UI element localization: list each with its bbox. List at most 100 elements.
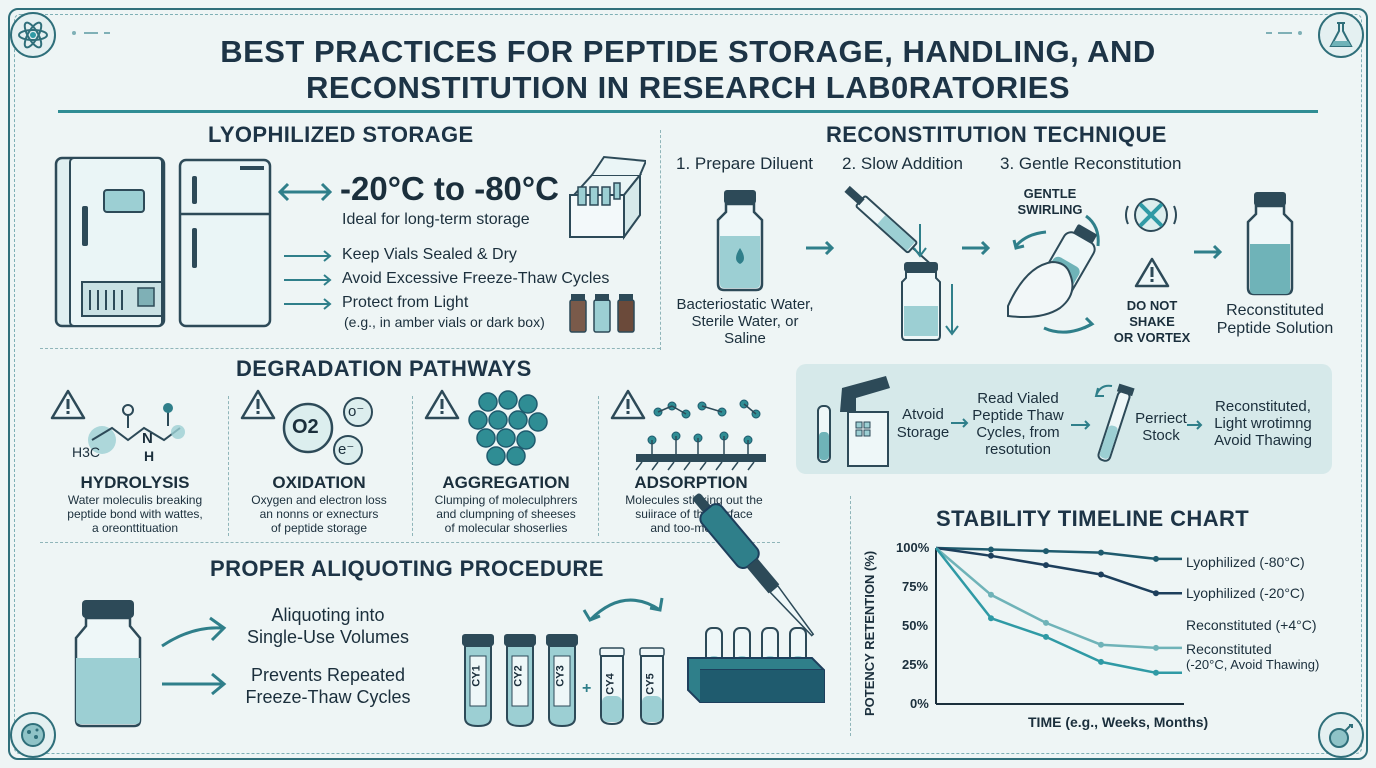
legend-reconstituted-20-note: (-20°C, Avoid Thawing)	[1186, 657, 1320, 672]
aliquot-arrows	[161, 616, 227, 696]
tube-shape	[639, 647, 665, 726]
series-point-2	[988, 591, 994, 598]
chart-y-axis-label: POTENCY RETENTION (%)	[862, 550, 877, 716]
pathway-adsorption-name: ADSORPTION	[634, 473, 748, 492]
decor-dots	[72, 31, 110, 35]
storage-item-sealed: Keep Vials Sealed & Dry	[342, 246, 517, 263]
storage-temp-note: Ideal for long-term storage	[342, 211, 530, 228]
pathway-hydrolysis-desc: Water moleculis breaking peptide bond wi…	[50, 493, 220, 535]
pathway-oxidation-name: OXIDATION	[272, 473, 366, 492]
molecule-icon	[10, 712, 56, 758]
panel-item-1-line-2: Storage	[896, 424, 950, 441]
title-underline	[58, 110, 1318, 113]
aliquot-point-1-line-2: Single-Use Volumes	[246, 627, 410, 647]
y-tick-label: 0%	[910, 696, 929, 711]
divider	[660, 130, 661, 350]
pipette-tube-icon	[1094, 383, 1135, 462]
panel-item-2-line-4: resotution	[985, 441, 1051, 458]
tube-shape	[599, 647, 625, 726]
tube-rack-icon	[687, 627, 825, 703]
freezer-icon	[54, 156, 272, 328]
series-point-0	[1098, 549, 1104, 556]
series-point-3	[1098, 658, 1104, 665]
warning-icon	[610, 389, 646, 420]
panel-arrow-icon	[1071, 420, 1091, 430]
y-tick-label: 75%	[902, 579, 929, 594]
storage-item-freeze-thaw: Avoid Excessive Freeze-Thaw Cycles	[342, 270, 610, 287]
tube-label: CY5	[644, 673, 657, 695]
warning-line-2: SHAKE	[1129, 314, 1175, 329]
pathway-aggregation-name: AGGREGATION	[442, 473, 570, 492]
series-point-2	[1043, 619, 1049, 626]
tube-label: CY1	[470, 665, 483, 687]
bullet-arrows	[284, 250, 332, 310]
y-tick-label: 100%	[896, 540, 930, 555]
syringe-vial-icon	[844, 185, 959, 341]
no-shake-icon	[1125, 198, 1177, 232]
reconstituted-vial-icon	[1246, 192, 1294, 296]
panel-item-4-line-3: Avoid Thawing	[1214, 432, 1312, 449]
molecule-e-minus: e⁻	[338, 441, 355, 458]
panel-item-2-line-2: Peptide Thaw	[972, 407, 1064, 424]
stock-vial-icon	[74, 600, 142, 728]
warning-icon	[424, 389, 460, 420]
aliquot-tube: CY5	[636, 646, 668, 728]
desc-line: a oreonttituation	[91, 521, 179, 535]
tube-shape	[546, 634, 578, 728]
panel-item-4-line-2: Light wrotimng	[1214, 415, 1312, 432]
warning-icon	[240, 389, 276, 420]
warning-line-1: DO NOT	[1126, 298, 1178, 313]
result-line-1: Reconstituted	[1226, 302, 1324, 319]
legend-reconstituted-20: Reconstituted	[1186, 641, 1272, 657]
diluent-vial-icon	[716, 190, 764, 292]
flask-icon	[1318, 12, 1364, 58]
title-line-1: BEST PRACTICES FOR PEPTIDE STORAGE, HAND…	[220, 34, 1156, 69]
tube-label: CY2	[512, 665, 525, 687]
pathway-hydrolysis-name: HYDROLYSIS	[80, 473, 190, 492]
atom-h: H	[144, 448, 155, 464]
panel-item-3-line-1: Perriect	[1135, 410, 1187, 427]
chart-x-axis-label: TIME (e.g., Weeks, Months)	[1028, 714, 1209, 730]
oxidation-molecule-icon	[282, 397, 373, 465]
aliquoting-title: PROPER ALIQUOTING PROCEDURE	[210, 556, 604, 581]
outer-frame	[8, 8, 1368, 760]
swirl-label-line-2: SWIRLING	[1017, 202, 1083, 217]
legend-reconstituted-4: Reconstituted (+4°C)	[1186, 617, 1317, 633]
inner-frame	[14, 14, 1362, 754]
desc-line: of peptide storage	[270, 521, 368, 535]
swirl-label: GENTLE SWIRLING	[1010, 186, 1090, 218]
storage-temperature: -20°C to -80°C	[340, 170, 559, 207]
transfer-arrow-icon	[582, 597, 664, 622]
hand-swirl-icon	[1007, 214, 1100, 334]
freezer-rack-icon	[817, 376, 890, 467]
desc-line: and clumpning of sheeses	[436, 507, 576, 521]
divider	[40, 542, 780, 543]
panel-item-3: Perriect Stock	[1132, 410, 1190, 444]
desc-line: an nonns or exnecturs	[259, 507, 379, 521]
aliquot-tube: CY3	[544, 632, 580, 728]
aggregation-cluster-icon	[468, 390, 548, 466]
panel-arrow-icon	[951, 418, 969, 428]
panel-item-2-line-3: Cycles, from	[976, 424, 1060, 441]
desc-line: Oxygen and electron loss	[251, 493, 387, 507]
aliquot-point-2: Prevents Repeated Freeze-Thaw Cycles	[236, 664, 420, 708]
warning-icon	[1134, 257, 1170, 288]
swirl-label-line-1: GENTLE	[1023, 186, 1077, 201]
lyophilized-storage-title: LYOPHILIZED STORAGE	[208, 122, 474, 147]
tube-shape	[504, 634, 536, 728]
atom-h3c: H3C	[72, 444, 101, 460]
divider	[850, 496, 851, 736]
series-point-1	[988, 552, 994, 559]
warning-icon	[50, 389, 86, 420]
diluent-option-1: Bacteriostatic Water,	[676, 296, 814, 313]
decor-dots	[1266, 31, 1302, 35]
tube-shape	[462, 634, 494, 728]
aliquot-point-1-line-1: Aliquoting into	[271, 605, 385, 625]
legend-lyophilized-80: Lyophilized (-80°C)	[1186, 554, 1305, 570]
aliquot-tube: CY1	[460, 632, 496, 728]
desc-line: Water moleculis breaking	[67, 493, 203, 507]
panel-item-1: Atvoid Storage	[888, 406, 958, 442]
diluent-option-2: Sterile Water, or	[691, 313, 799, 330]
reconstituted-solution-label: Reconstituted Peptide Solution	[1210, 302, 1340, 338]
step-arrow-icon	[962, 240, 991, 256]
